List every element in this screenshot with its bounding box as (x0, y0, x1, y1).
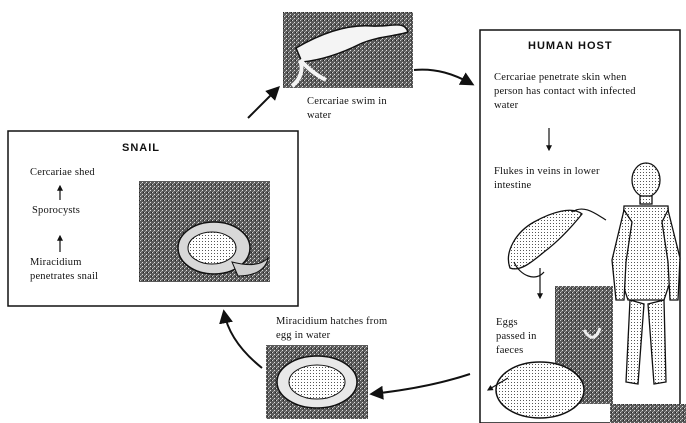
ground-strip (610, 404, 686, 423)
snail-stage-cercariae-shed: Cercariae shed (30, 166, 95, 180)
miracidium-egg-image (266, 345, 368, 419)
miracidium-hatches-label: Miracidium hatches from egg in water (276, 315, 401, 343)
snail-stage-miracidium: Miracidium penetrates snail (30, 256, 120, 284)
human-step-eggs-passed: Eggs passed in faeces (496, 316, 548, 358)
arrow-faeces-to-egg (372, 374, 470, 394)
human-step-penetrate-skin: Cercariae penetrate skin when person has… (494, 71, 654, 113)
snail-image (139, 181, 270, 282)
snail-title: SNAIL (122, 142, 160, 154)
human-step-flukes-in-veins: Flukes in veins in lower intestine (494, 165, 606, 193)
arrow-snail-to-cercariae (248, 88, 278, 118)
cercariae-swim-label: Cercariae swim in water (307, 95, 399, 123)
human-host-title: HUMAN HOST (528, 40, 613, 52)
cercariae-image (283, 12, 413, 88)
arrow-egg-to-snail (224, 312, 262, 368)
arrow-cercariae-to-human (414, 70, 472, 84)
snail-stage-sporocysts: Sporocysts (32, 204, 80, 218)
